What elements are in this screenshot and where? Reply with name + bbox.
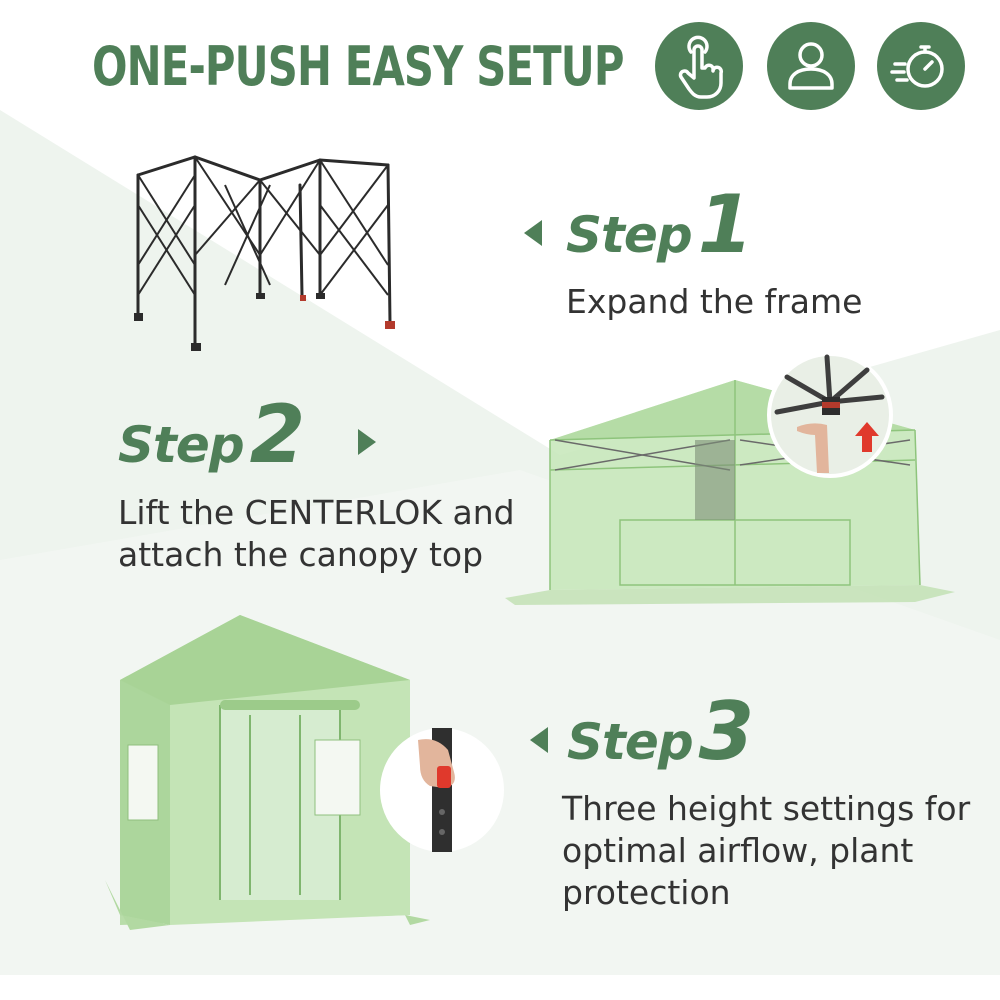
step1-word: Step [566,206,693,264]
step2-word: Step [118,416,245,474]
height-pin-zoom-image [380,728,504,852]
step2-line: attach the canopy top [118,535,484,574]
walk-in-greenhouse-image [100,610,435,935]
step1-number: 1 [697,178,754,271]
badge-hand-tap [655,22,743,110]
canopy-greenhouse-image [495,360,965,610]
badge-speed-timer [877,22,965,110]
step3-line: protection [562,873,731,912]
hand-tap-icon [678,35,723,99]
step1-description: Expand the frame [566,281,862,323]
step1-heading: Step1 [566,178,753,271]
step3-number: 3 [698,685,755,778]
step2-number: 2 [249,388,306,481]
step3-word: Step [567,713,694,771]
step2-description: Lift the CENTERLOK and attach the canopy… [118,492,515,576]
badge-person [767,22,855,110]
speed-timer-icon [890,45,944,88]
step3-heading: Step3 [567,685,754,778]
step2-heading: Step2 [118,388,305,481]
page-title: ONE-PUSH EASY SETUP [92,35,624,98]
person-icon [788,42,834,90]
step3-description: Three height settings for optimal airflo… [562,788,970,914]
step1-pointer-arrow [524,220,542,246]
step3-pointer-arrow [530,727,548,753]
step1-line: Expand the frame [566,282,863,321]
centerlok-zoom-image [767,352,893,478]
step2-line: Lift the CENTERLOK and [118,493,515,532]
step3-line: optimal airflow, plant [562,831,914,870]
step3-line: Three height settings for [562,789,971,828]
step2-pointer-arrow [358,429,376,455]
expanded-frame-image [120,145,420,355]
